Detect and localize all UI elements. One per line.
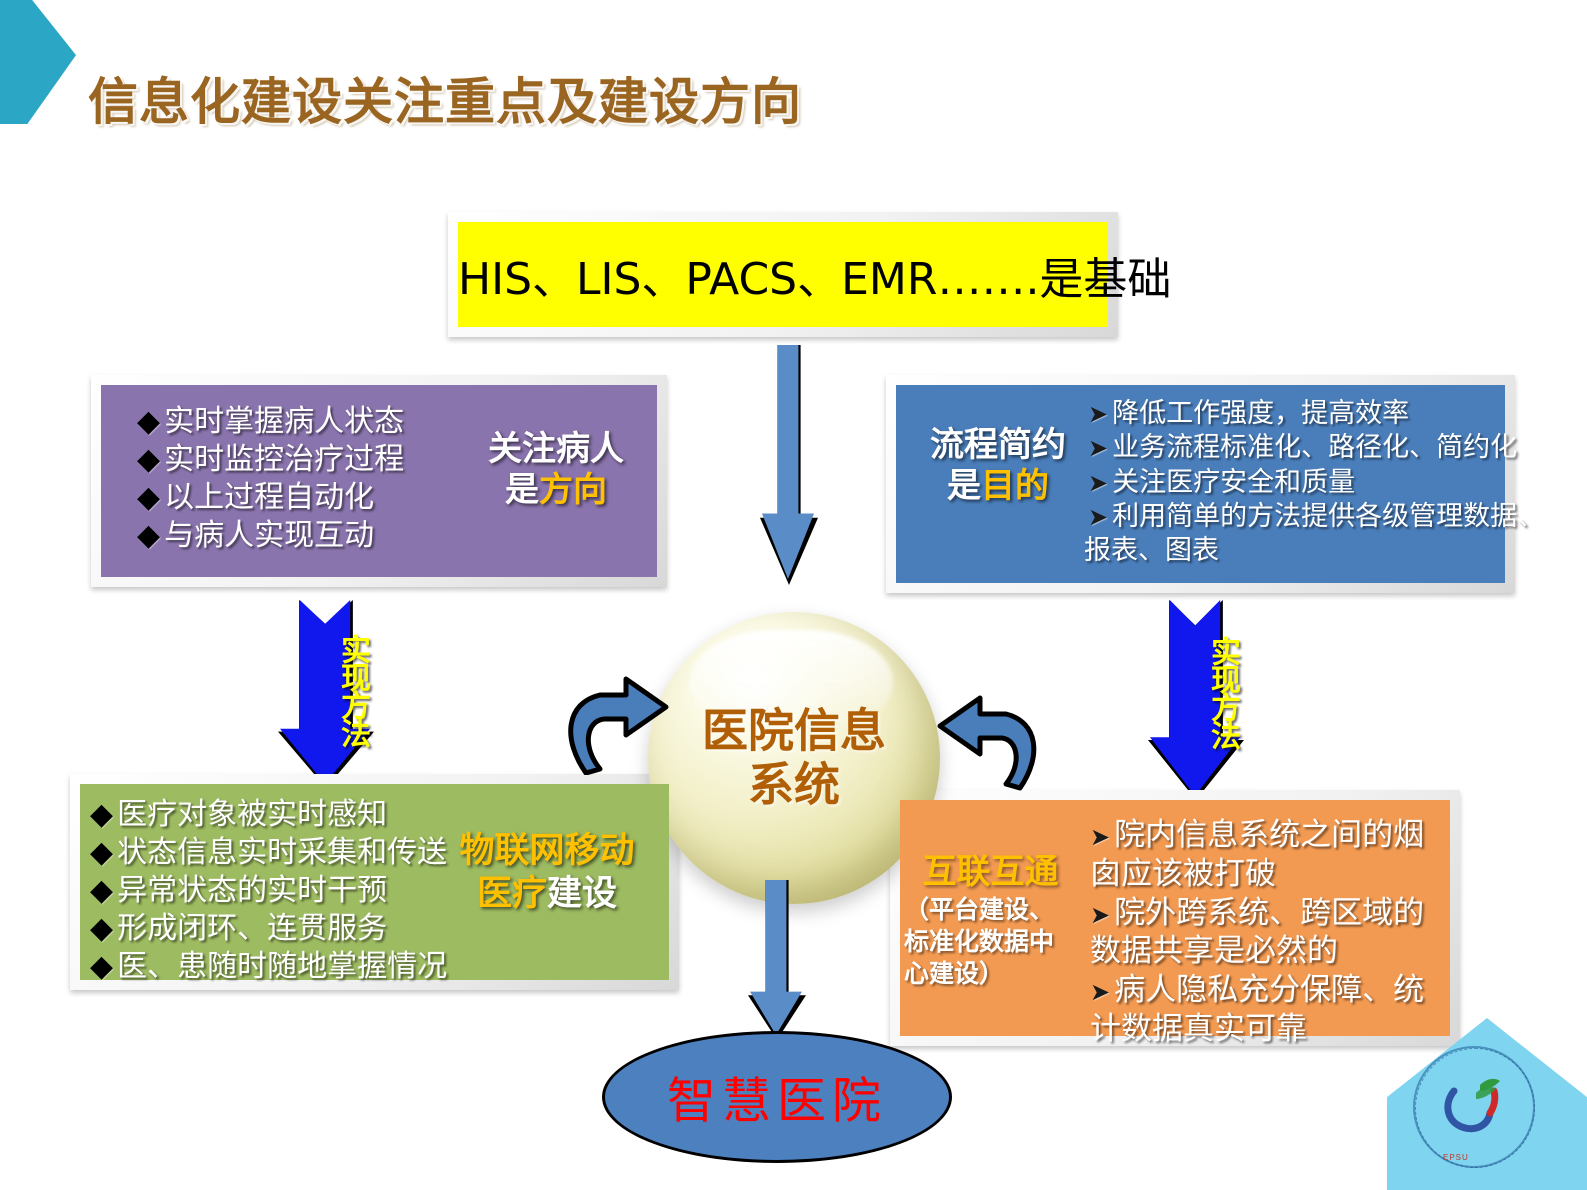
list-item: 以上过程自动化 [137,479,404,517]
interop-label-sub-line: （平台建设、 [904,895,1055,925]
logo-caption: EPSU [1443,1153,1469,1162]
smart-hospital-label: 智慧医院 [666,1072,887,1130]
basis-box-text: HIS、LIS、PACS、EMR…….是基础 [458,253,1172,305]
patient-label-line2: 是方向 [505,470,607,511]
interop-box-label: 互联互通 （平台建设、 标准化数据中 心建设） [898,852,1083,990]
process-box-fill: 流程简约 是目的 降低工作强度，提高效率 业务流程标准化、路径化、简约化 关注医… [896,385,1544,583]
list-item-continuation: 计数据真实可靠 [1090,1010,1307,1047]
sphere-label-line2: 系统 [748,758,840,812]
hospital-logo: EPSU [1413,1046,1535,1168]
list-item: 关注医疗安全和质量 [1088,466,1544,500]
patient-bullet-list: 实时掌握病人状态 实时监控治疗过程 以上过程自动化 与病人实现互动 [137,403,404,555]
list-item: 业务流程标准化、路径化、简约化 [1088,431,1544,465]
patient-focus-box: 实时掌握病人状态 实时监控治疗过程 以上过程自动化 与病人实现互动 关注病人 是… [91,375,667,587]
iot-mobile-health-box: 医疗对象被实时感知 状态信息实时采集和传送 异常状态的实时干预 形成闭环、连贯服… [70,774,679,990]
list-item: 降低工作强度，提高效率 [1088,397,1544,431]
list-item: 院内信息系统之间的烟 [1090,816,1424,855]
impl-method-arrow-left: 实现方法 [278,600,374,788]
process-box-label: 流程简约 是目的 [908,425,1088,508]
iot-label-line1: 物联网移动 [459,831,635,871]
list-item: 形成闭环、连贯服务 [90,910,447,948]
interoperability-box: 院内信息系统之间的烟 囱应该被打破 院外跨系统、跨区域的 数据共享是必然的 病人… [890,790,1460,1047]
list-item: 与病人实现互动 [137,517,404,555]
list-item-continuation: 报表、图表 [1084,535,1219,567]
chevron-right-icon [0,0,76,124]
interop-label-sub: （平台建设、 标准化数据中 心建设） [904,894,1083,990]
list-item-continuation: 数据共享是必然的 [1090,933,1338,970]
list-item: 异常状态的实时干预 [90,872,447,910]
interop-bullet-list: 院内信息系统之间的烟 囱应该被打破 院外跨系统、跨区域的 数据共享是必然的 病人… [1090,816,1424,1049]
process-label-line1: 流程简约 [930,425,1066,465]
sphere-label-line1: 医院信息 [702,703,886,758]
iot-bullet-list: 医疗对象被实时感知 状态信息实时采集和传送 异常状态的实时干预 形成闭环、连贯服… [90,796,447,986]
page-title: 信息化建设关注重点及建设方向 [88,74,802,130]
list-item: 医、患随时随地掌握情况 [90,948,447,986]
iot-box-label: 物联网移动 医疗建设 [437,830,657,915]
interop-label-title: 互联互通 [922,852,1059,892]
patient-label-line1: 关注病人 [488,429,624,469]
interop-box-fill: 院内信息系统之间的烟 囱应该被打破 院外跨系统、跨区域的 数据共享是必然的 病人… [900,800,1450,1047]
list-item: 病人隐私充分保障、统 [1090,971,1424,1010]
basis-box: HIS、LIS、PACS、EMR…….是基础 [448,212,1172,337]
iot-label-line2: 医疗建设 [476,873,618,914]
impl-method-arrow-left-label: 实现方法 [335,633,370,746]
iot-box-fill: 医疗对象被实时感知 状态信息实时采集和传送 异常状态的实时干预 形成闭环、连贯服… [80,784,669,984]
list-item-continuation: 囱应该被打破 [1090,855,1276,892]
impl-method-arrow-right-label: 实现方法 [1205,636,1240,748]
list-item: 院外跨系统、跨区域的 [1090,894,1424,933]
interop-label-sub-line: 标准化数据中 [904,927,1055,957]
sphere-label: 医院信息 系统 [648,704,940,813]
list-item: 状态信息实时采集和传送 [90,834,447,872]
hospital-information-system-sphere: 医院信息 系统 [648,612,940,904]
curved-arrow-right-icon [568,676,669,775]
logo-mark-icon [1444,1078,1500,1133]
list-item: 医疗对象被实时感知 [90,796,447,834]
curved-arrow-left-icon [937,695,1037,791]
process-bullet-list: 降低工作强度，提高效率 业务流程标准化、路径化、简约化 关注医疗安全和质量 利用… [1084,397,1544,568]
patient-box-label: 关注病人 是方向 [466,429,646,512]
list-item: 利用简单的方法提供各级管理数据、 [1088,500,1544,534]
patient-box-fill: 实时掌握病人状态 实时监控治疗过程 以上过程自动化 与病人实现互动 关注病人 是… [101,385,657,577]
process-label-line2: 是目的 [947,466,1049,507]
arrow-down-icon-core-to-result [748,880,806,1040]
arrow-down-icon-basis-to-core [760,345,818,585]
process-simplify-box: 流程简约 是目的 降低工作强度，提高效率 业务流程标准化、路径化、简约化 关注医… [886,375,1544,593]
interop-label-sub-line: 心建设） [904,959,1005,989]
basis-box-fill: HIS、LIS、PACS、EMR…….是基础 [458,222,1172,327]
logo-ring [1415,1048,1535,1168]
smart-hospital-ellipse: 智慧医院 [602,1031,952,1163]
impl-method-arrow-right: 实现方法 [1148,600,1244,800]
list-item: 实时掌握病人状态 [137,403,404,441]
list-item: 实时监控治疗过程 [137,441,404,479]
